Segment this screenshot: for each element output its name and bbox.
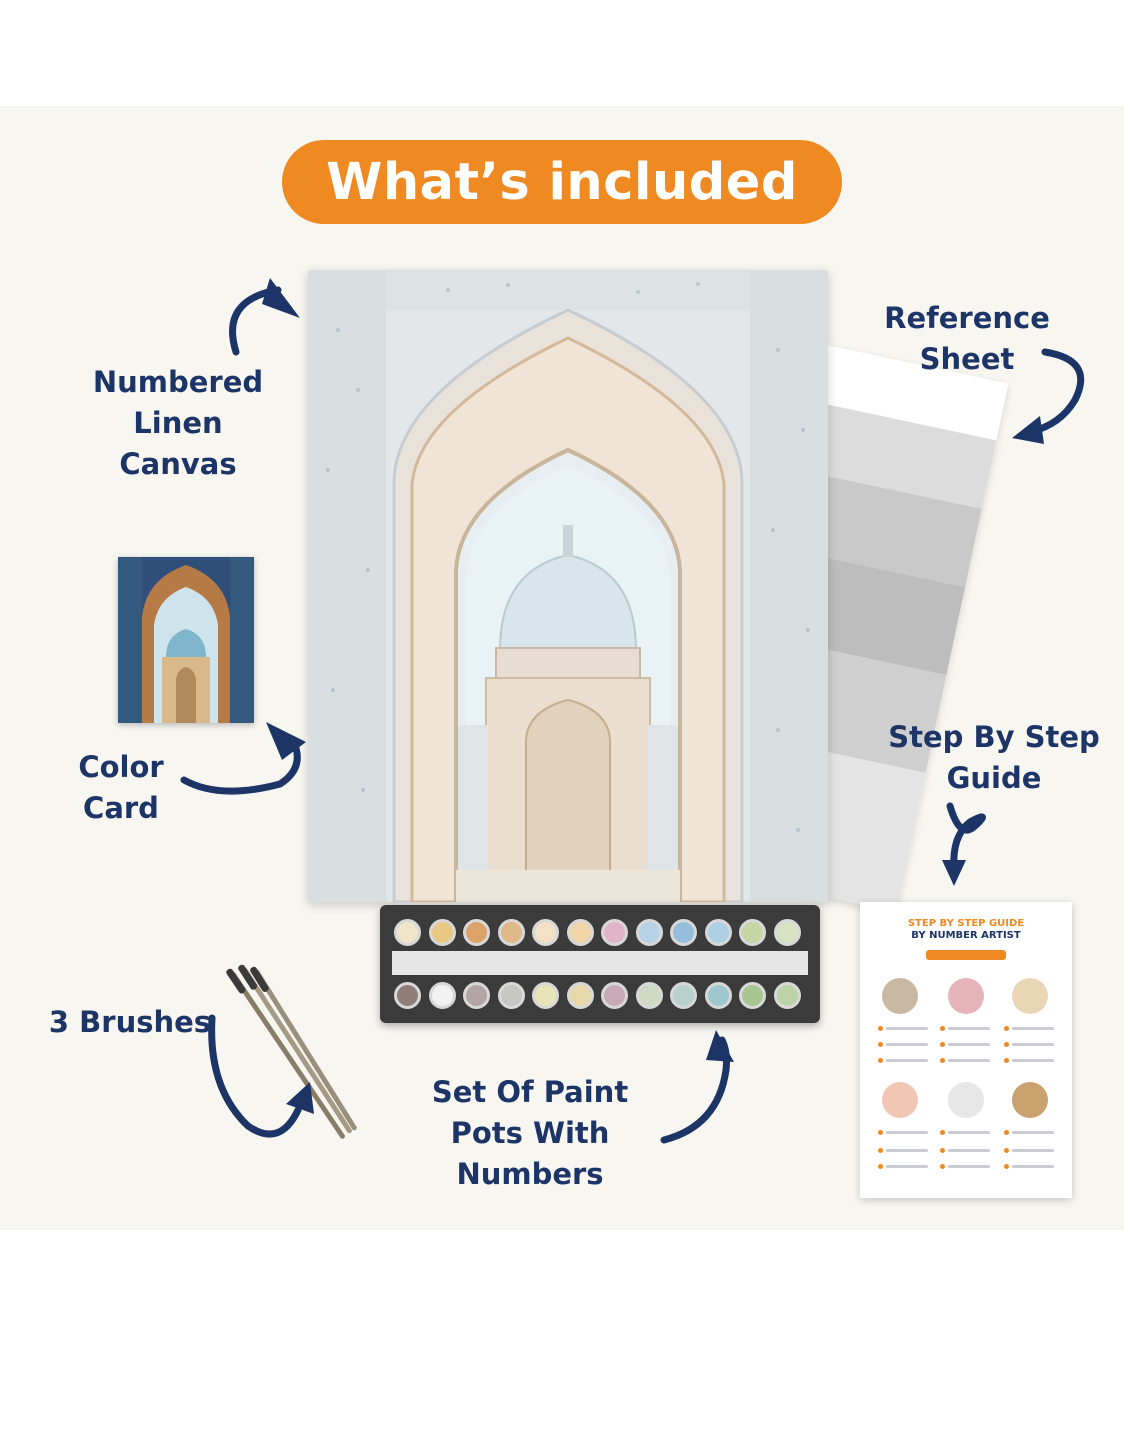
guide-bullet: [1004, 1148, 1009, 1153]
guide-sheet-button: [926, 950, 1006, 960]
paint-pot-tray: [380, 905, 820, 1023]
guide-text-line: [1012, 1043, 1054, 1046]
guide-sheet-subtitle: BY NUMBER ARTIST: [911, 930, 1021, 941]
pot-label-strip: [392, 951, 808, 975]
paint-pot: [739, 919, 766, 946]
paint-pot: [635, 982, 663, 1009]
guide-bullet: [1004, 1130, 1009, 1135]
guide-bullet: [878, 1058, 883, 1063]
guide-text-line: [886, 1059, 928, 1062]
paint-pot: [463, 982, 490, 1009]
paint-pot: [773, 982, 801, 1009]
paint-pot: [670, 982, 697, 1009]
paint-pot: [394, 982, 421, 1009]
guide-text-line: [886, 1149, 928, 1152]
guide-bullet: [940, 1164, 945, 1169]
paint-pot: [428, 982, 456, 1009]
guide-bullet: [878, 1164, 883, 1169]
guide-text-line: [886, 1043, 928, 1046]
guide-text-line: [886, 1165, 928, 1168]
paint-pot: [704, 982, 732, 1009]
guide-text-line: [948, 1165, 990, 1168]
paint-pot: [532, 982, 559, 1009]
guide-bullet: [940, 1130, 945, 1135]
paint-pot: [601, 982, 628, 1009]
guide-text-line: [1012, 1149, 1054, 1152]
guide-text-line: [886, 1027, 928, 1030]
label-color-card: Color Card: [78, 750, 164, 825]
paint-pot: [566, 982, 594, 1009]
label-reference-sheet: Reference Sheet: [884, 301, 1050, 376]
paint-pot: [670, 919, 697, 946]
guide-bullet: [878, 1042, 883, 1047]
whats-included-badge: What’s included: [282, 140, 842, 224]
guide-bullet: [1004, 1026, 1009, 1031]
guide-bullet: [940, 1042, 945, 1047]
paint-pot: [635, 919, 663, 946]
guide-bullet: [940, 1058, 945, 1063]
guide-bullet: [878, 1148, 883, 1153]
guide-text-line: [948, 1131, 990, 1134]
paint-pot: [773, 919, 801, 946]
guide-bullet: [940, 1026, 945, 1031]
guide-bullet: [940, 1148, 945, 1153]
step-by-step-guide-image: STEP BY STEP GUIDE BY NUMBER ARTIST: [860, 902, 1072, 1198]
guide-text-line: [886, 1131, 928, 1134]
label-3-brushes: 3 Brushes: [48, 1005, 212, 1039]
guide-bullet: [1004, 1042, 1009, 1047]
color-card-image: [118, 557, 254, 723]
paint-pot: [704, 919, 732, 946]
guide-sheet-title: STEP BY STEP GUIDE: [907, 918, 1025, 929]
guide-bullet: [1004, 1164, 1009, 1169]
guide-text-line: [1012, 1165, 1054, 1168]
guide-bullet: [878, 1130, 883, 1135]
label-numbered-linen-canvas: Numbered Linen Canvas: [92, 365, 264, 481]
guide-text-line: [948, 1043, 990, 1046]
label-paint-pots: Set Of Paint Pots With Numbers: [431, 1075, 629, 1191]
paint-pot: [601, 919, 628, 946]
guide-text-line: [1012, 1131, 1054, 1134]
guide-text-line: [948, 1059, 990, 1062]
paint-pot: [463, 919, 490, 946]
guide-bullet: [878, 1026, 883, 1031]
paint-pot: [428, 919, 456, 946]
guide-text-line: [948, 1149, 990, 1152]
numbered-linen-canvas-image: [308, 270, 828, 902]
paint-pot: [739, 982, 766, 1009]
guide-text-line: [1012, 1027, 1054, 1030]
whats-included-title: What’s included: [326, 152, 798, 212]
paint-pot: [394, 919, 421, 946]
guide-bullet: [1004, 1058, 1009, 1063]
guide-text-line: [1012, 1059, 1054, 1062]
paint-pot: [532, 919, 559, 946]
guide-text-line: [948, 1027, 990, 1030]
paint-pot: [497, 982, 525, 1009]
label-step-by-step-guide: Step By Step Guide: [888, 720, 1100, 795]
paint-pot: [566, 919, 594, 946]
paint-pot: [497, 919, 525, 946]
